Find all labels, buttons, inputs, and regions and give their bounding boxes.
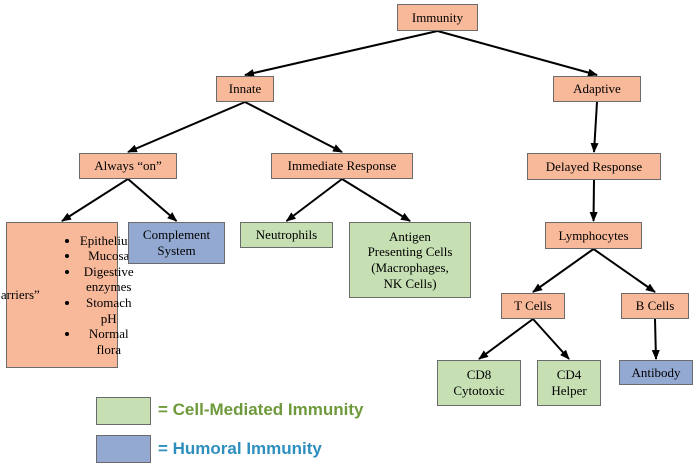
node-antibody: Antibody — [619, 360, 693, 385]
arrow-lymphocytes-to-t_cells — [532, 248, 595, 293]
legend-label-humoral: = Humoral Immunity — [158, 439, 322, 458]
barriers-list: Epithelium Mucosa Digestive enzymes Stom… — [40, 233, 138, 358]
arrow-immediate_response-to-antigen_presenting_cells — [341, 178, 411, 222]
barriers-item: Mucosa — [80, 248, 138, 264]
node-immunity: Immunity — [397, 4, 478, 31]
legend-label-cell-mediated: = Cell-Mediated Immunity — [158, 400, 364, 419]
arrow-lymphocytes-to-b_cells — [592, 248, 656, 293]
node-neutrophils: Neutrophils — [240, 222, 333, 248]
barriers-item: Stomach pH — [80, 295, 138, 326]
node-delayed-response: Delayed Response — [527, 153, 661, 180]
node-antigen-presenting-cells: Antigen Presenting Cells (Macrophages, N… — [349, 222, 471, 298]
arrow-immunity-to-adaptive — [437, 30, 598, 77]
node-barriers: “Barriers” Epithelium Mucosa Digestive e… — [0, 222, 138, 368]
barriers-item: Digestive enzymes — [80, 264, 138, 295]
node-t-cells: T Cells — [501, 293, 565, 319]
arrow-adaptive-to-delayed_response — [590, 101, 599, 153]
node-innate: Innate — [216, 76, 274, 102]
barriers-item: Normal flora — [80, 326, 138, 357]
arrow-b_cells-to-antibody — [651, 318, 660, 360]
arrow-t_cells-to-cd4_helper — [532, 318, 570, 360]
legend-swatch-cell-mediated — [96, 397, 151, 425]
node-cd4-helper: CD4 Helper — [537, 360, 601, 406]
arrow-innate-to-always_on — [127, 101, 246, 153]
arrow-immediate_response-to-neutrophils — [285, 178, 343, 222]
node-always-on: Always “on” — [79, 153, 177, 179]
legend-swatch-humoral — [96, 435, 151, 463]
arrow-immunity-to-innate — [244, 30, 438, 77]
arrow-t_cells-to-cd8_cytotoxic — [478, 318, 534, 360]
barriers-item: Epithelium — [80, 233, 138, 249]
arrow-delayed_response-to-lymphocytes — [589, 179, 598, 222]
arrow-innate-to-immediate_response — [244, 101, 343, 153]
barriers-heading: “Barriers” — [0, 287, 40, 303]
node-cd8-cytotoxic: CD8 Cytotoxic — [437, 360, 521, 406]
arrow-always_on-to-complement_system — [127, 178, 178, 222]
node-b-cells: B Cells — [621, 293, 689, 319]
node-adaptive: Adaptive — [553, 76, 641, 102]
node-complement-system: Complement System — [128, 222, 225, 264]
node-immediate-response: Immediate Response — [271, 153, 413, 179]
arrow-always_on-to-barriers — [61, 178, 129, 222]
node-lymphocytes: Lymphocytes — [545, 222, 642, 249]
